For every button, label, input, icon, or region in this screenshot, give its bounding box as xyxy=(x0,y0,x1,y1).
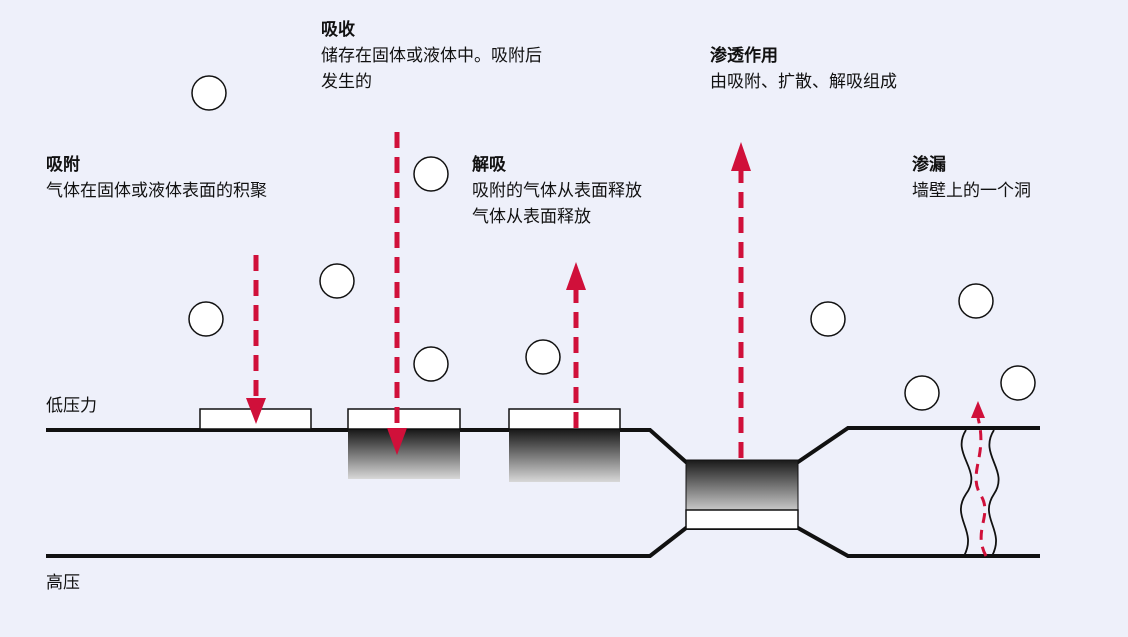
leak-label: 渗漏 墙壁上的一个洞 xyxy=(912,152,1031,204)
lower-wall-line xyxy=(46,526,1040,558)
absorption-label: 吸收 储存在固体或液体中。吸附后 发生的 xyxy=(321,17,542,95)
desorption-label: 解吸 吸附的气体从表面释放 气体从表面释放 xyxy=(472,152,642,230)
adsorption-label: 吸附 气体在固体或液体表面的积聚 xyxy=(46,152,267,204)
permeation-bulk-block xyxy=(685,459,799,511)
desorption-title: 解吸 xyxy=(472,155,506,175)
leak-title: 渗漏 xyxy=(912,155,946,175)
adsorption-description: 气体在固体或液体表面的积聚 xyxy=(46,181,267,201)
absorption-title: 吸收 xyxy=(321,20,355,40)
adsorption-title: 吸附 xyxy=(46,155,80,175)
leak-arrow xyxy=(971,401,988,557)
gas-molecule xyxy=(904,375,940,411)
desorption-surface-block xyxy=(508,408,621,430)
gas-molecule xyxy=(413,346,449,382)
gas-molecule xyxy=(525,339,561,375)
desorption-description-line-1: 吸附的气体从表面释放 xyxy=(472,181,642,201)
gas-molecule xyxy=(413,156,449,192)
absorption-description-line-1: 储存在固体或液体中。吸附后 xyxy=(321,46,542,66)
gas-molecule xyxy=(1000,365,1036,401)
high-pressure-label: 高压 xyxy=(46,573,80,593)
permeation-description: 由吸附、扩散、解吸组成 xyxy=(710,72,897,92)
gas-molecule xyxy=(319,263,355,299)
permeation-title: 渗透作用 xyxy=(710,46,778,66)
low-pressure-label: 低压力 xyxy=(46,396,97,416)
gas-molecule xyxy=(958,283,994,319)
leak-hole-left-wall xyxy=(960,429,973,557)
gas-molecule xyxy=(188,301,224,337)
gas-molecule xyxy=(810,301,846,337)
permeation-label: 渗透作用 由吸附、扩散、解吸组成 xyxy=(710,43,897,95)
desorption-arrow xyxy=(566,262,586,428)
permeation-arrow xyxy=(731,142,751,458)
absorption-bulk-block xyxy=(348,430,460,479)
leak-hole-right-wall xyxy=(988,429,1000,557)
absorption-surface-block xyxy=(347,408,461,430)
leak-description: 墙壁上的一个洞 xyxy=(912,181,1031,201)
absorption-arrow xyxy=(387,132,407,455)
adsorption-arrow xyxy=(246,255,266,424)
desorption-bulk-block xyxy=(509,430,620,482)
permeation-surface-block xyxy=(685,509,799,530)
desorption-description-line-2: 气体从表面释放 xyxy=(472,207,591,227)
gas-molecule xyxy=(191,75,227,111)
absorption-description-line-2: 发生的 xyxy=(321,72,372,92)
